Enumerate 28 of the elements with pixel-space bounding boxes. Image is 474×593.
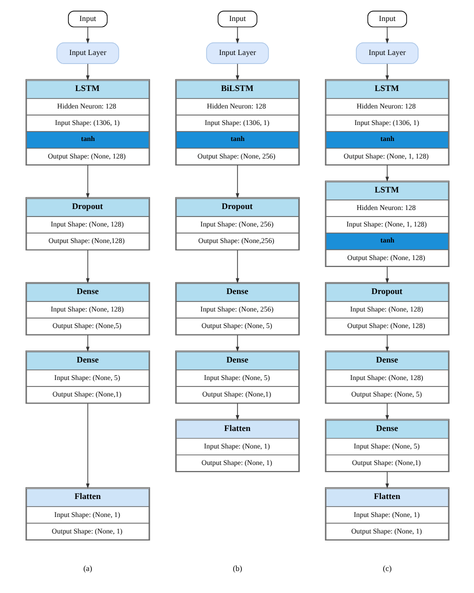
arrow bbox=[384, 26, 388, 44]
node-box: Input Layer bbox=[206, 42, 268, 64]
arrow bbox=[235, 334, 239, 352]
arrow bbox=[86, 64, 90, 80]
label: (c) bbox=[382, 564, 392, 573]
arrow bbox=[384, 266, 388, 284]
arrow bbox=[384, 403, 388, 420]
node-box: Input bbox=[366, 10, 407, 28]
arrow bbox=[235, 64, 239, 80]
arrow bbox=[235, 250, 239, 284]
node-box: Input bbox=[217, 10, 257, 28]
arrow bbox=[384, 334, 388, 352]
node-box: Input bbox=[67, 10, 108, 28]
node-box: Input Layer bbox=[56, 42, 119, 64]
node-box: Input Layer bbox=[355, 42, 418, 64]
arrow bbox=[235, 26, 239, 44]
arrow bbox=[384, 64, 388, 80]
arrow bbox=[86, 250, 90, 284]
arrow bbox=[235, 164, 239, 198]
arrow bbox=[235, 403, 239, 420]
label: (b) bbox=[232, 564, 242, 573]
label: (a) bbox=[82, 564, 92, 573]
arrow bbox=[384, 164, 388, 182]
arrow bbox=[86, 26, 90, 44]
arrow bbox=[86, 334, 90, 352]
arrow bbox=[384, 472, 388, 489]
arrow bbox=[86, 403, 90, 489]
arrow bbox=[86, 164, 90, 198]
